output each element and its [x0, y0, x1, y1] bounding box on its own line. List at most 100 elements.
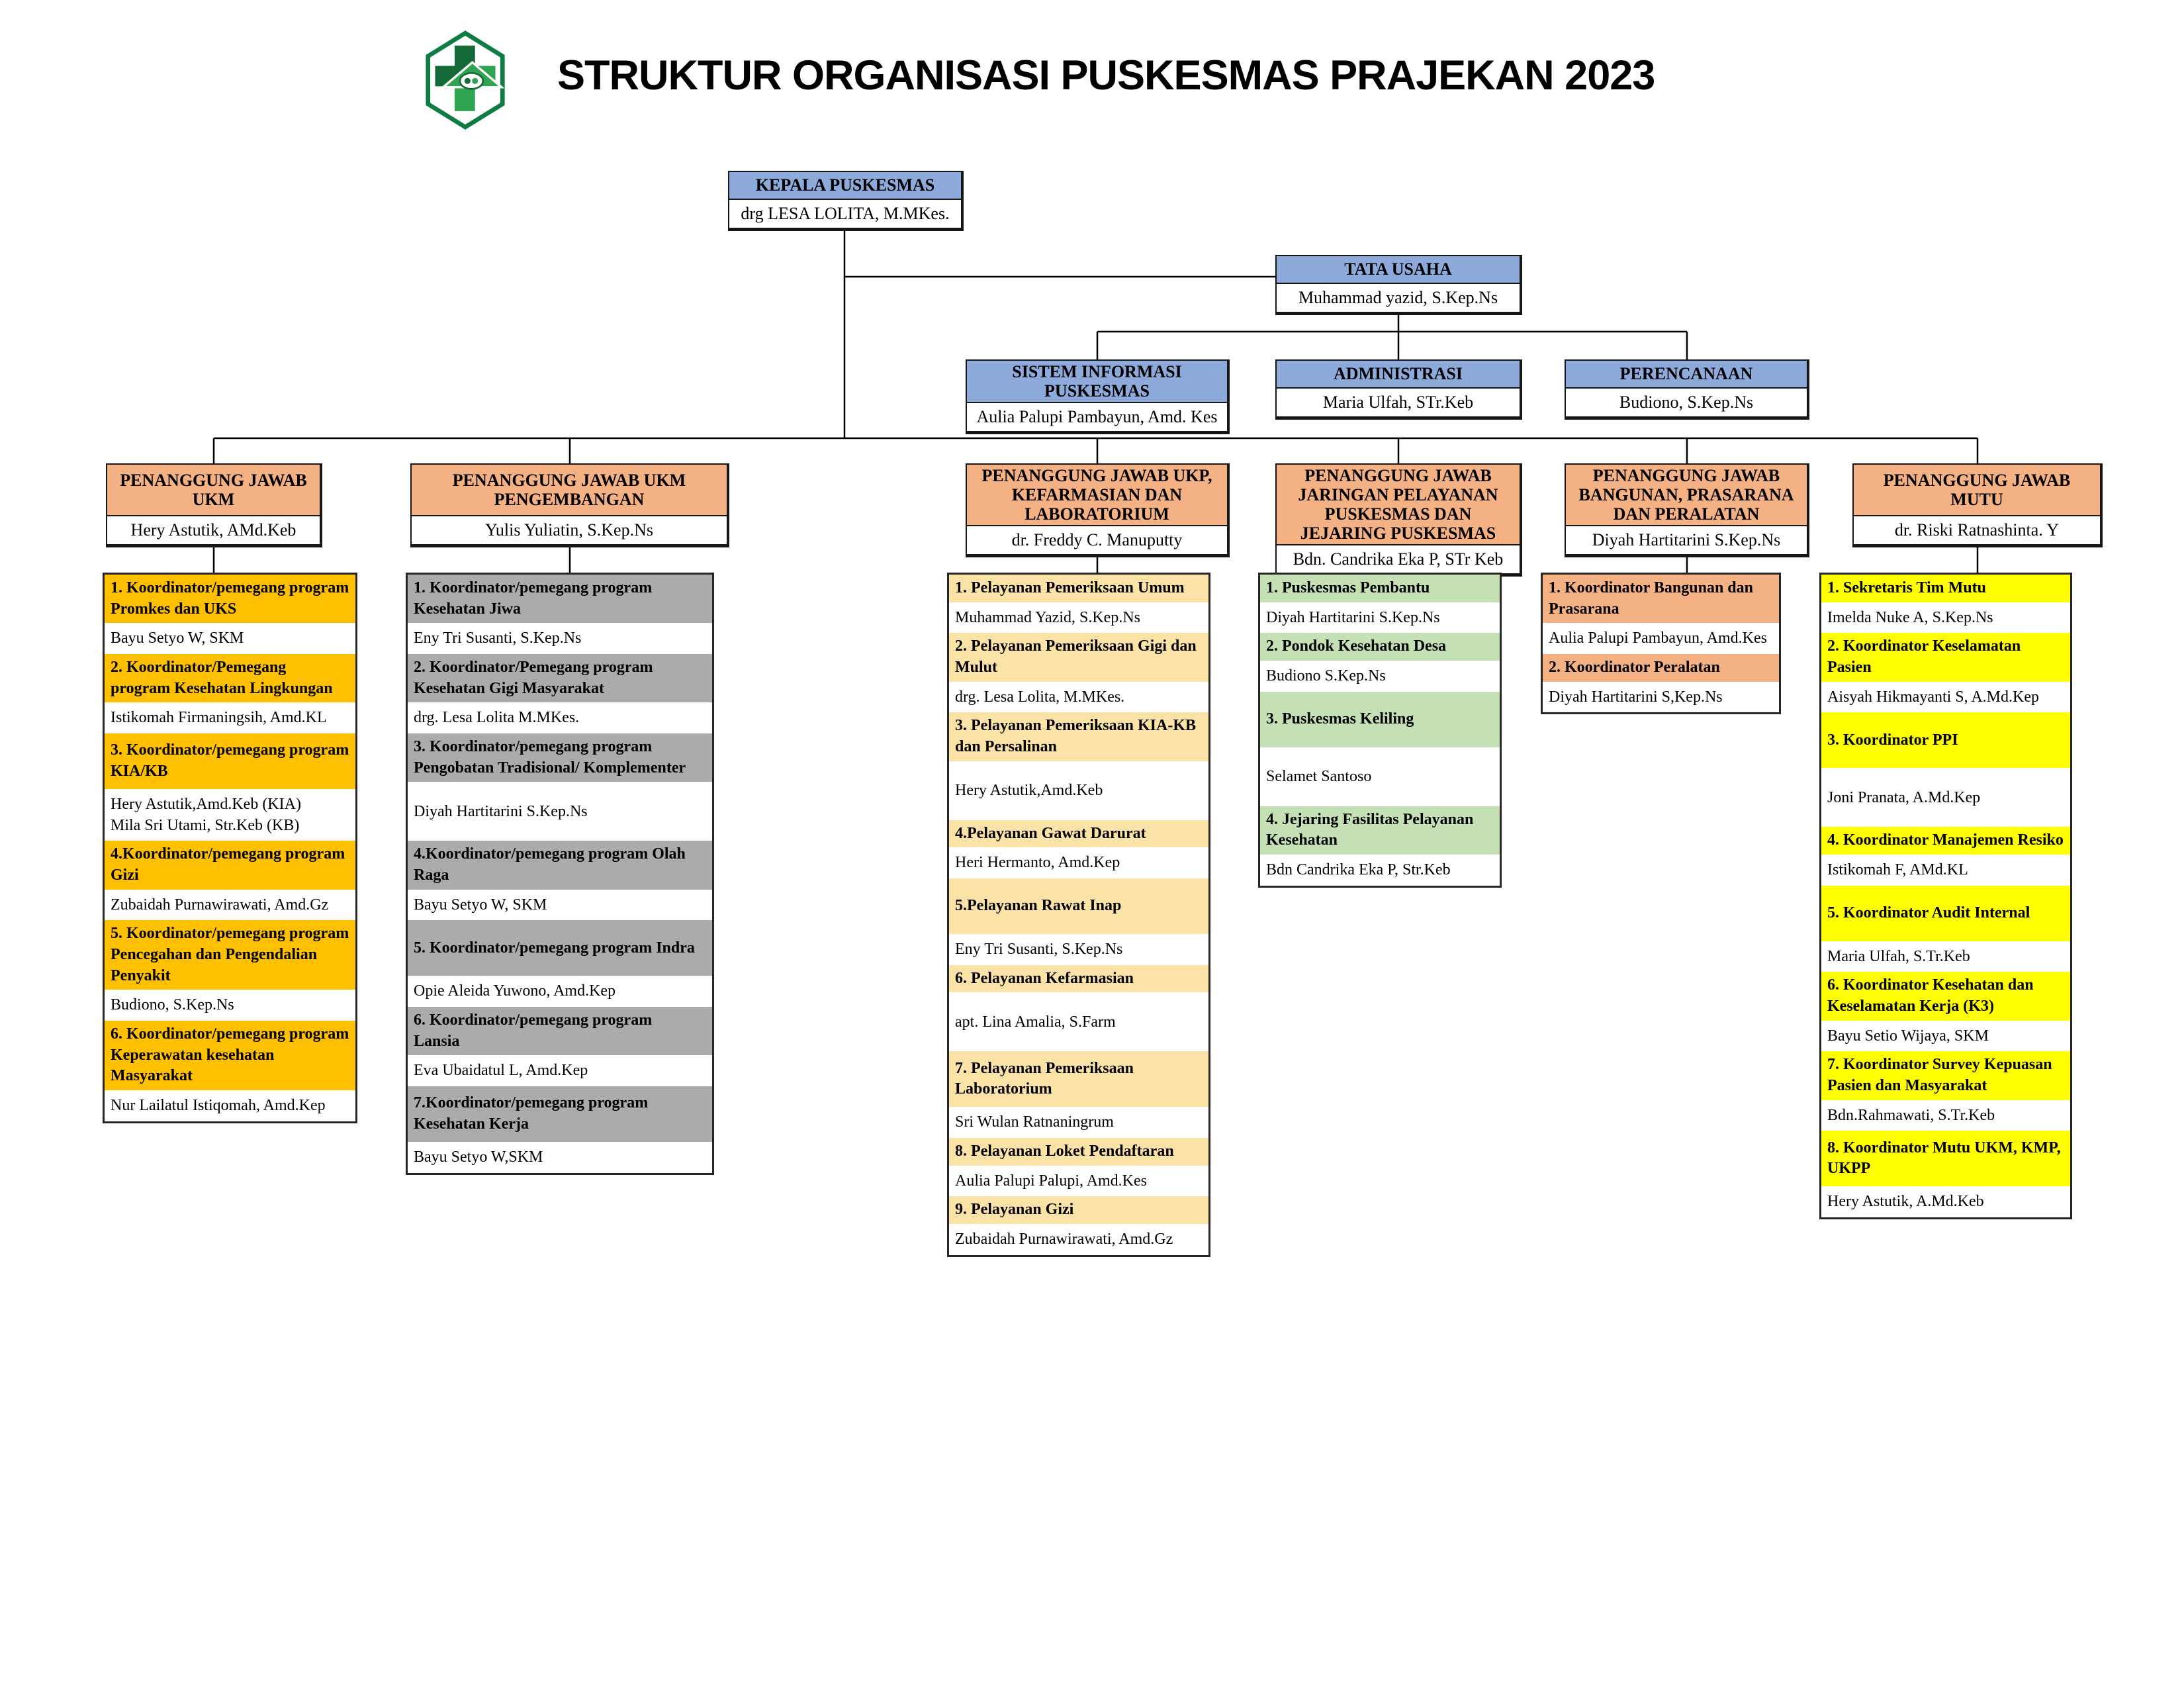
node-tu-unit-person: Budiono, S.Kep.Ns [1566, 389, 1807, 416]
program-label: 8. Koordinator Mutu UKM, KMP, UKPP [1821, 1131, 2070, 1188]
puskesmas-logo-icon [421, 30, 510, 130]
program-person: Eny Tri Susanti, S.Kep.Ns [949, 935, 1208, 965]
program-person: Nur Lailatul Istiqomah, Amd.Kep [105, 1092, 355, 1121]
program-person: Bayu Setyo W, SKM [105, 624, 355, 655]
program-person: Diyah Hartitarini S.Kep.Ns [408, 783, 712, 841]
program-label: 8. Pelayanan Loket Pendaftaran [949, 1138, 1208, 1167]
program-label: 1. Sekretaris Tim Mutu [1821, 575, 2070, 604]
program-label: 7.Koordinator/pemegang program Kesehatan… [408, 1086, 712, 1144]
node-tu-unit-title: PERENCANAAN [1566, 361, 1807, 389]
program-person: Aulia Palupi Pambayun, Amd.Kes [1543, 624, 1779, 655]
program-label: 5. Koordinator Audit Internal [1821, 885, 2070, 943]
program-person: Sri Wulan Ratnaningrum [949, 1108, 1208, 1139]
program-person: Selamet Santoso [1260, 748, 1500, 806]
program-person: Joni Pranata, A.Md.Kep [1821, 769, 2070, 827]
program-person: drg. Lesa Lolita, M.MKes. [949, 682, 1208, 713]
program-person: Eva Ubaidatul L, Amd.Kep [408, 1056, 712, 1087]
program-person: Aulia Palupi Palupi, Amd.Kes [949, 1166, 1208, 1197]
node-kepala-title: KEPALA PUSKESMAS [729, 172, 961, 200]
org-column-header: PENANGGUNG JAWAB JARINGAN PELAYANAN PUSK… [1275, 463, 1522, 577]
org-column-header: PENANGGUNG JAWAB BANGUNAN, PRASARANA DAN… [1565, 463, 1809, 558]
program-label: 3. Puskesmas Keliling [1260, 691, 1500, 749]
program-person: Zubaidah Purnawirawati, Amd.Gz [949, 1225, 1208, 1255]
org-column-title: PENANGGUNG JAWAB MUTU [1854, 465, 2100, 516]
org-column-header: PENANGGUNG JAWAB UKP, KEFARMASIAN DAN LA… [966, 463, 1230, 558]
node-tata-usaha-title: TATA USAHA [1277, 256, 1520, 284]
program-list: 1. Koordinator/pemegang program Kesehata… [406, 573, 714, 1175]
program-person: Zubaidah Purnawirawati, Amd.Gz [105, 890, 355, 921]
program-label: 1. Koordinator Bangunan dan Prasarana [1543, 575, 1779, 625]
program-person: Hery Astutik,Amd.Keb (KIA) Mila Sri Utam… [105, 790, 355, 841]
org-column-person: dr. Freddy C. Manuputty [967, 526, 1227, 555]
org-column-title: PENANGGUNG JAWAB BANGUNAN, PRASARANA DAN… [1566, 465, 1807, 527]
program-person: Imelda Nuke A, S.Kep.Ns [1821, 603, 2070, 633]
program-label: 2. Koordinator/Pemegang program Kesehata… [408, 654, 712, 704]
program-label: 2. Koordinator Keselamatan Pasien [1821, 633, 2070, 683]
program-person: Budiono S.Kep.Ns [1260, 662, 1500, 692]
program-label: 3. Koordinator PPI [1821, 712, 2070, 770]
program-label: 6. Koordinator Kesehatan dan Keselamatan… [1821, 972, 2070, 1022]
program-person: Diyah Hartitarini S,Kep.Ns [1543, 682, 1779, 713]
program-label: 4. Jejaring Fasilitas Pelayanan Kesehata… [1260, 806, 1500, 857]
program-label: 2. Koordinator/Pemegang program Kesehata… [105, 654, 355, 704]
org-column-title: PENANGGUNG JAWAB UKM [107, 465, 320, 516]
program-person: Hery Astutik, A.Md.Keb [1821, 1188, 2070, 1218]
node-tata-usaha: TATA USAHA Muhammad yazid, S.Kep.Ns [1275, 255, 1522, 315]
org-column-title: PENANGGUNG JAWAB JARINGAN PELAYANAN PUSK… [1277, 465, 1520, 546]
program-label: 9. Pelayanan Gizi [949, 1196, 1208, 1226]
program-person: Bayu Setyo W, SKM [408, 890, 712, 921]
program-label: 6. Pelayanan Kefarmasian [949, 964, 1208, 994]
program-label: 5. Koordinator/pemegang program Indra [408, 920, 712, 978]
program-person: Opie Aleida Yuwono, Amd.Kep [408, 977, 712, 1008]
program-person: Aisyah Hikmayanti S, A.Md.Kep [1821, 682, 2070, 713]
org-column-person: Bdn. Candrika Eka P, STr Keb [1277, 545, 1520, 574]
program-person: Bdn.Rahmawati, S.Tr.Keb [1821, 1101, 2070, 1131]
program-label: 3. Koordinator/pemegang program Pengobat… [408, 733, 712, 784]
org-column-title: PENANGGUNG JAWAB UKP, KEFARMASIAN DAN LA… [967, 465, 1227, 527]
program-label: 1. Koordinator/pemegang program Promkes … [105, 575, 355, 625]
program-label: 5.Pelayanan Rawat Inap [949, 878, 1208, 936]
program-label: 1. Pelayanan Pemeriksaan Umum [949, 575, 1208, 604]
page-title: STRUKTUR ORGANISASI PUSKESMAS PRAJEKAN 2… [557, 52, 1655, 99]
program-label: 4.Pelayanan Gawat Darurat [949, 820, 1208, 849]
program-label: 3. Koordinator/pemegang program KIA/KB [105, 733, 355, 791]
node-tu-unit-person: Aulia Palupi Pambayun, Amd. Kes [967, 403, 1227, 432]
node-kepala-person: drg LESA LOLITA, M.MKes. [729, 200, 961, 228]
program-label: 4. Koordinator Manajemen Resiko [1821, 827, 2070, 857]
org-column-person: Hery Astutik, AMd.Keb [107, 516, 320, 544]
program-label: 2. Pondok Kesehatan Desa [1260, 633, 1500, 663]
program-label: 2. Pelayanan Pemeriksaan Gigi dan Mulut [949, 633, 1208, 683]
org-column-person: Diyah Hartitarini S.Kep.Ns [1566, 526, 1807, 555]
program-person: Budiono, S.Kep.Ns [105, 991, 355, 1021]
org-column-person: Yulis Yuliatin, S.Kep.Ns [412, 516, 727, 544]
program-list: 1. Koordinator/pemegang program Promkes … [103, 573, 357, 1123]
program-person: Hery Astutik,Amd.Keb [949, 762, 1208, 820]
org-column-title: PENANGGUNG JAWAB UKM PENGEMBANGAN [412, 465, 727, 516]
program-label: 2. Koordinator Peralatan [1543, 654, 1779, 683]
program-person: Eny Tri Susanti, S.Kep.Ns [408, 624, 712, 655]
program-person: apt. Lina Amalia, S.Farm [949, 994, 1208, 1052]
program-person: Bayu Setio Wijaya, SKM [1821, 1021, 2070, 1052]
program-label: 3. Pelayanan Pemeriksaan KIA-KB dan Pers… [949, 712, 1208, 763]
program-label: 1. Puskesmas Pembantu [1260, 575, 1500, 604]
program-person: Bdn Candrika Eka P, Str.Keb [1260, 856, 1500, 886]
program-person: Maria Ulfah, S.Tr.Keb [1821, 942, 2070, 972]
node-tu-unit-title: ADMINISTRASI [1277, 361, 1520, 389]
program-label: 7. Pelayanan Pemeriksaan Laboratorium [949, 1051, 1208, 1109]
program-label: 4.Koordinator/pemegang program Gizi [105, 841, 355, 891]
program-label: 7. Koordinator Survey Kepuasan Pasien da… [1821, 1051, 2070, 1102]
node-kepala-puskesmas: KEPALA PUSKESMAS drg LESA LOLITA, M.MKes… [728, 171, 964, 231]
program-person: drg. Lesa Lolita M.MKes. [408, 704, 712, 734]
program-person: Istikomah F, AMd.KL [1821, 856, 2070, 886]
node-tu-unit-title: SISTEM INFORMASI PUSKESMAS [967, 361, 1227, 404]
